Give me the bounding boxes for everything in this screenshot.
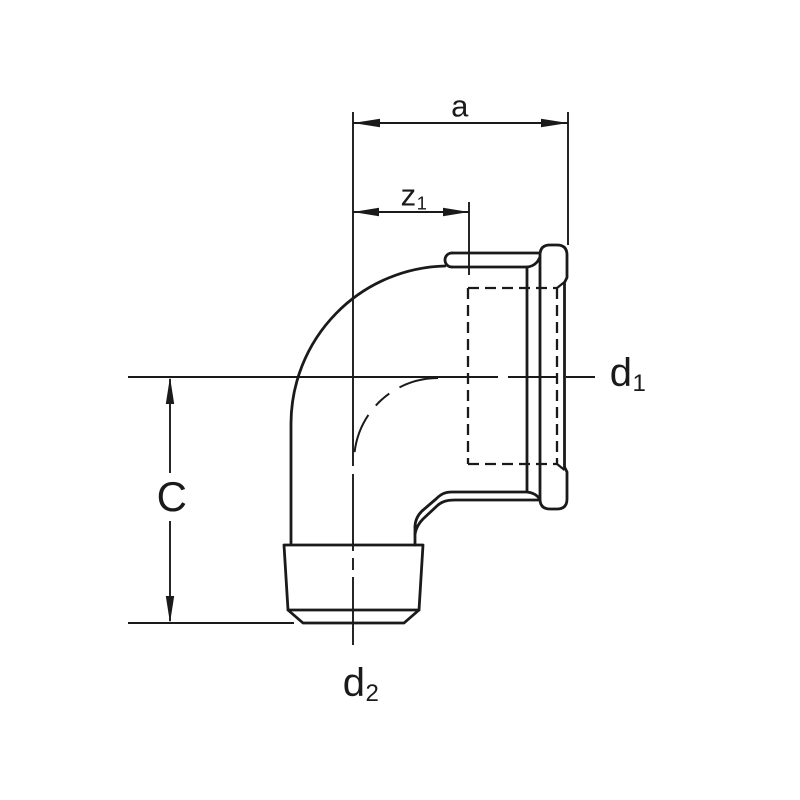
dim-label-c: C	[157, 476, 188, 518]
dim-label-z1-sub: 1	[416, 192, 428, 214]
arrow-c-up	[165, 377, 175, 404]
socket-bottom-line	[413, 498, 542, 536]
thread-chamfer-top	[556, 281, 566, 289]
arrow-z1-right	[443, 207, 469, 217]
dimension-arrowheads	[165, 118, 568, 623]
socket-bottom-tangent-line	[413, 490, 541, 529]
arrow-c-down	[165, 596, 175, 623]
arrow-z1-left	[353, 207, 379, 217]
dim-label-d1-sub: 1	[632, 370, 647, 398]
dim-label-z1-text: z	[400, 177, 417, 213]
dim-label-a: a	[451, 91, 469, 122]
arrow-a-left	[353, 118, 380, 128]
thread-hidden-lines	[466, 281, 566, 471]
dim-label-d2-sub: 2	[365, 680, 380, 708]
dim-label-c-text: C	[156, 473, 188, 520]
dimension-c	[128, 379, 294, 624]
fitting-outline	[282, 243, 569, 625]
inner-bend-arc	[353, 377, 439, 463]
thread-chamfer-bottom	[556, 463, 566, 471]
socket-bead	[538, 243, 569, 511]
socket-top-cap	[443, 251, 454, 269]
dim-label-d1-text: d	[609, 351, 633, 395]
socket-top-tangent-line	[450, 256, 541, 269]
centerlines	[128, 112, 595, 645]
dimension-a	[353, 112, 569, 245]
dim-label-a-text: a	[451, 88, 469, 124]
dim-label-d2-text: d	[342, 661, 366, 705]
outer-bend-arc	[289, 264, 447, 545]
arrow-a-right	[541, 118, 568, 128]
